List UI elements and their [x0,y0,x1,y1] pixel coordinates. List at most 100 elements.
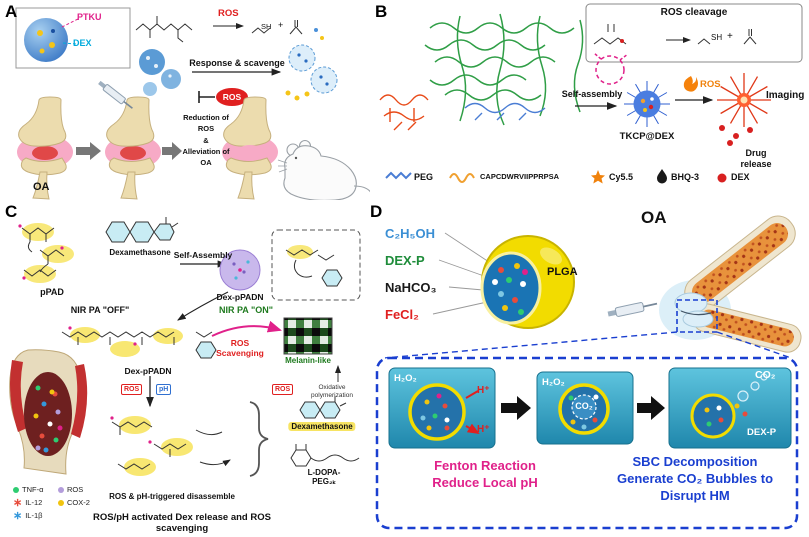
plga-sphere [480,235,575,329]
legend-item-cox2: COX-2 [58,499,90,507]
tkcp-dex-nanoparticle [624,81,670,127]
syringe-icon [98,80,133,109]
disassembled-structure [110,416,230,476]
dexamethasone-structure [105,217,179,243]
structure-detail-box [271,229,361,301]
ros-cleavage-inset [585,3,803,63]
inhibition-bar [198,91,215,103]
dex-ppadn-label: Dex-pPADN [216,292,264,302]
ros-badge: ROS [222,92,242,102]
oa-label: OA [33,181,50,193]
imaging-burst [717,73,771,127]
ldopa-peg-structure [290,444,360,467]
panel-c: C pPAD Dexamethasone Self-Assembly Dex-p… [0,200,365,537]
melanin-label: Melanin-like [285,356,331,365]
ingredient-dexp: DEX-P [385,253,425,268]
ros-scavenging-label: ROS Scavenging [216,338,264,359]
step-arrow-1 [501,396,531,420]
fenton-panel [388,367,496,449]
panel-c-art [9,217,361,477]
flow-arrow [177,291,229,321]
panel-c-label: C [5,202,18,221]
ph-tag: pH [156,384,172,396]
dexamethasone-product-label: Dexamethasone [288,422,356,432]
panel-a-label: A [5,2,18,21]
reduction-caption: Reduction of ROS & Alleviation of OA [182,113,230,167]
ros-tag-2: ROS [272,384,294,396]
legend-label: COX-2 [67,498,90,507]
panel-c-caption: ROS/pH activated Dex release and ROS sca… [93,512,271,535]
peg-icon [385,171,412,180]
sbc-caption: SBC Decomposition Generate CO₂ Bubbles t… [616,454,774,503]
oa-label: OA [641,208,667,227]
linker-highlight-circle [595,55,625,85]
oxidative-label: Oxidative polymerization [311,384,353,400]
ros-trigger-label: ROS [700,79,721,90]
mouse-illustration [277,139,370,200]
h2o2-label-1: H₂O₂ [394,373,417,384]
dex-ppadn-off-structure [61,326,217,359]
tkcp-dex-label: TKCP@DEX [619,131,675,142]
step-arrow-2 [637,396,665,420]
panel-d-label: D [370,202,383,221]
plus-sign: + [278,20,284,30]
dexamethasone-product [299,396,347,419]
self-assembly-label: Self-Assembly [173,250,233,260]
legend-label: ROS [67,485,84,494]
ros-ellipse [216,88,248,106]
melanin-grid [283,317,333,355]
nir-off-label: NIR PA "OFF" [70,305,130,315]
syringe-icon [607,302,658,317]
legend-label-peptide: CAPCDWRVIIPPRPSA [480,172,560,181]
ingredient-leaders [432,232,490,315]
bubble-disrupt-panel [668,367,792,449]
star-icon [591,170,605,184]
panel-b: B ROS cleavage SH + Self-assembly TKCP@D… [370,0,809,200]
dex-dot-icon [717,173,727,183]
scavenging-arrow [211,320,282,337]
ptku-label: PTKU [77,12,102,22]
legend-item-il12: ∗IL-12 [13,496,42,509]
h-plus-label-1: H⁺ [477,385,490,396]
legend-label-peg: PEG [414,172,434,182]
dex-ppadn-off-label: Dex-pPADN [124,366,172,376]
thiol-label: SH [711,33,723,42]
nir-on-label: NIR PA "ON" [218,305,274,315]
co2-label-2: CO₂ [755,369,776,381]
legend-markers [385,169,727,184]
flame-icon [683,76,698,92]
il12-star-icon: ∗ [13,496,23,509]
oa-knee-illustration [607,215,802,353]
ppad-structure [18,223,74,283]
il1b-star-icon: ∗ [13,509,23,522]
quencher-drop-icon [657,169,667,184]
oa-progression [16,80,279,200]
knee-anatomy [9,349,88,475]
legend-label: TNF-α [22,485,44,494]
dexp-release-label: DEX-P [747,427,777,438]
ros-reaction-scheme [135,16,324,43]
panel-a-art [15,7,370,200]
cox2-dot-icon [58,499,64,506]
ppad-label: pPAD [40,287,64,297]
progress-arrow [76,142,101,160]
thiol-label: SH [261,22,272,31]
legend-label: IL-1β [25,511,43,520]
ros-reaction-label: ROS [218,8,239,19]
ldopa-label: L-DOPA-PEG₂ₖ [307,468,341,487]
response-scavenge-label: Response & scavenge [189,58,285,68]
polymer-structure [379,13,629,131]
plga-label: PLGA [547,266,578,278]
drug-release-label: Drug release [740,148,772,169]
dexamethasone-label: Dexamethasone [109,248,171,257]
ros-dot-icon [58,486,64,493]
legend-label-bhq3: BHQ-3 [671,172,700,182]
panel-b-label: B [375,2,388,21]
ptku-dex-inset [15,7,131,69]
plus-sign: + [727,31,733,42]
legend-label-cy55: Cy5.5 [609,172,634,182]
brace [249,401,269,477]
ros-tag: ROS [121,384,143,396]
disassemble-label: ROS & pH-triggered disassemble [109,492,235,501]
peptide-icon [449,173,475,183]
